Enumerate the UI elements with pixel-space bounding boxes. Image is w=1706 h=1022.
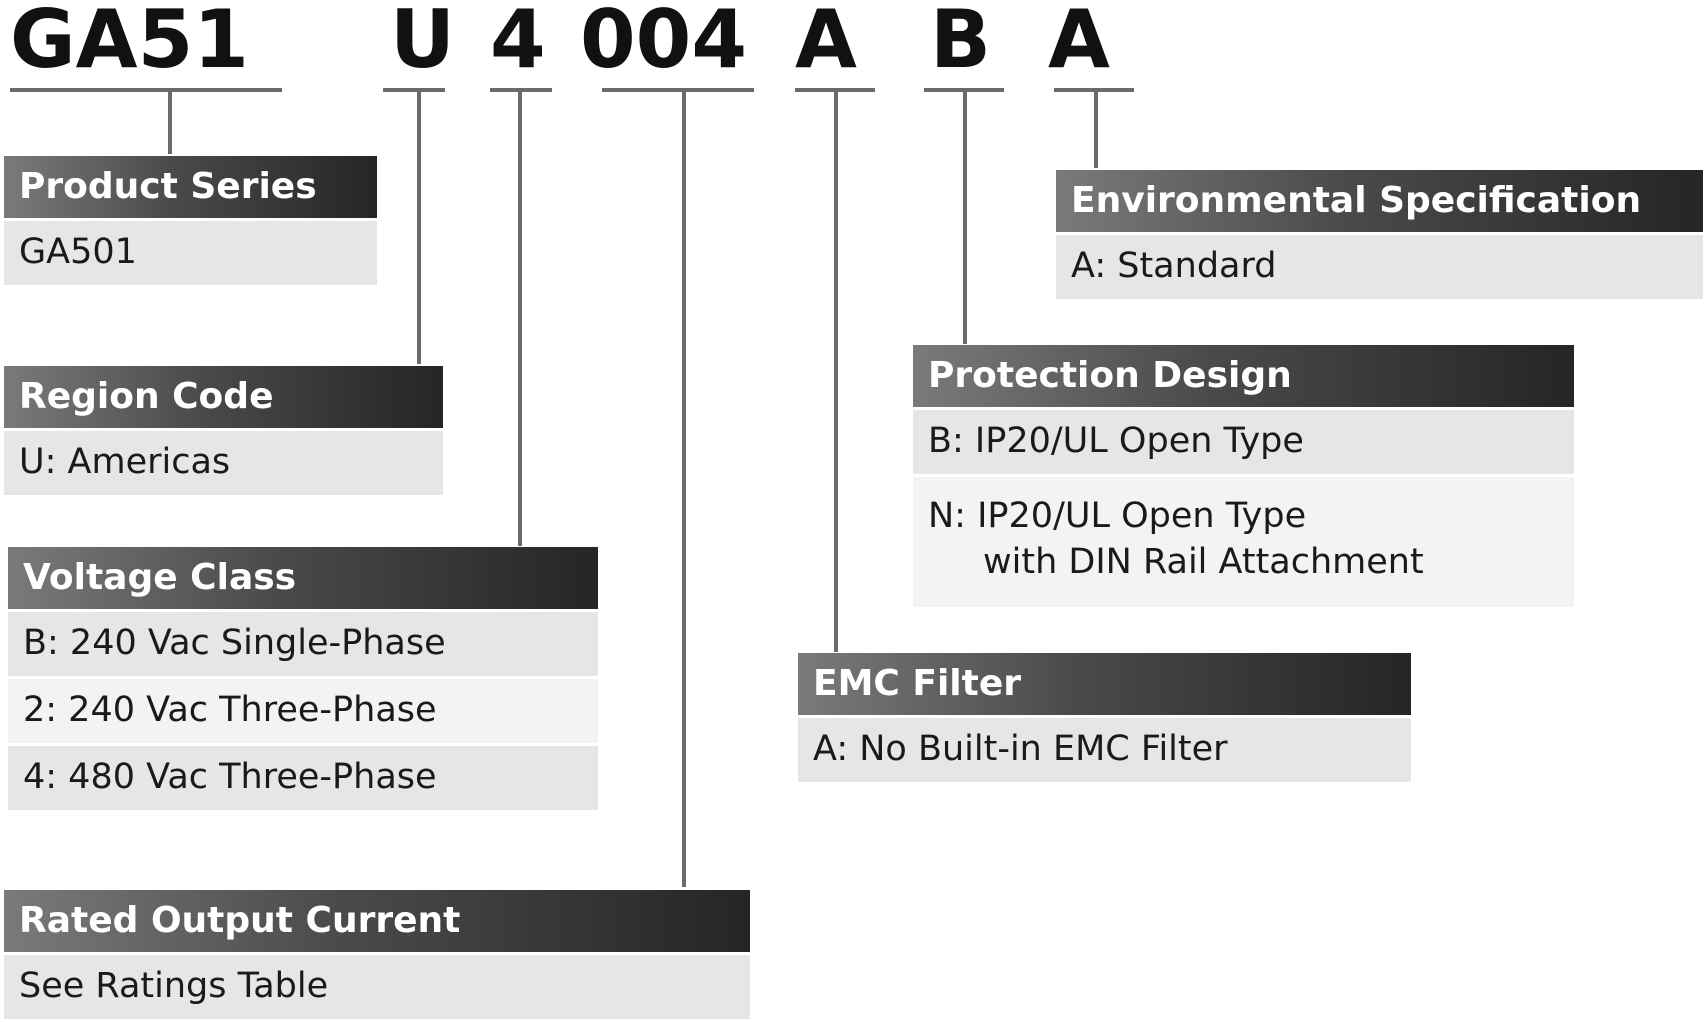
environmental-specification-header: Environmental Specification [1056,170,1703,232]
series-underline [10,88,282,92]
region-code-option: U: Americas [4,431,443,495]
voltage-class-box: Voltage Class B: 240 Vac Single-Phase 2:… [8,547,598,810]
code-series: GA51 [10,0,249,86]
emc-filter-box: EMC Filter A: No Built-in EMC Filter [798,653,1411,782]
voltage-class-option: B: 240 Vac Single-Phase [8,612,598,676]
region-code-box: Region Code U: Americas [4,366,443,495]
protection-design-box: Protection Design B: IP20/UL Open Type N… [913,345,1574,607]
protection-design-option: B: IP20/UL Open Type [913,410,1574,474]
product-series-header: Product Series [4,156,377,218]
code-emc: A [795,0,857,86]
voltage-class-option: 4: 480 Vac Three-Phase [8,746,598,810]
protection-design-option-line2: with DIN Rail Attachment [983,542,1424,582]
protection-underline [924,88,1004,92]
protection-connector [963,92,967,344]
current-connector [682,92,686,887]
code-protection: B [930,0,991,86]
code-voltage: 4 [490,0,546,86]
emc-filter-header: EMC Filter [798,653,1411,715]
protection-design-header: Protection Design [913,345,1574,407]
environmental-specification-option: A: Standard [1056,235,1703,299]
voltage-class-header: Voltage Class [8,547,598,609]
code-region: U [390,0,455,86]
voltage-underline [490,88,552,92]
region-code-header: Region Code [4,366,443,428]
environment-underline [1054,88,1134,92]
rated-output-current-header: Rated Output Current [4,890,750,952]
region-underline [383,88,445,92]
current-underline [602,88,754,92]
series-connector [168,92,172,154]
environmental-specification-box: Environmental Specification A: Standard [1056,170,1703,299]
emc-filter-option: A: No Built-in EMC Filter [798,718,1411,782]
emc-connector [834,92,838,652]
voltage-connector [518,92,522,546]
protection-design-option: N: IP20/UL Open Type with DIN Rail Attac… [913,477,1574,607]
rated-output-current-box: Rated Output Current See Ratings Table [4,890,750,1019]
emc-underline [795,88,875,92]
code-environment: A [1048,0,1110,86]
code-current: 004 [580,0,747,86]
product-series-box: Product Series GA501 [4,156,377,285]
protection-design-option-line1: N: IP20/UL Open Type [928,496,1307,536]
region-connector [417,92,421,364]
environment-connector [1094,92,1098,168]
voltage-class-option: 2: 240 Vac Three-Phase [8,679,598,743]
rated-output-current-option: See Ratings Table [4,955,750,1019]
product-series-option: GA501 [4,221,377,285]
